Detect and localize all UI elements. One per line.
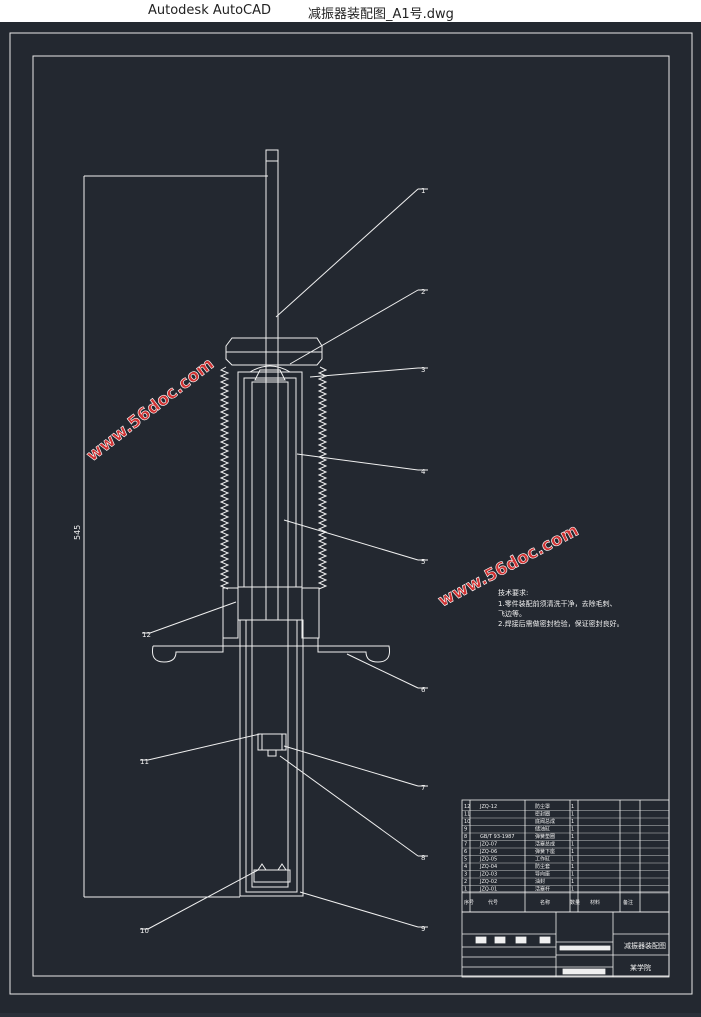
tech-req-line-1: 1.零件装配前须清洗干净，去除毛刺、 <box>498 599 617 608</box>
bom-cell-name: 工作缸 <box>535 856 550 863</box>
tech-req-line-2: 飞边等。 <box>498 609 526 618</box>
bom-header-qty: 数量 <box>570 899 580 906</box>
bom-cell-no: 5 <box>464 857 467 863</box>
bom-header-name: 名称 <box>540 899 550 906</box>
drawing-name: 减振器装配图 <box>624 941 666 950</box>
leader-2: 2 <box>421 288 425 296</box>
bom-header: 序号 代号 名称 数量 材料 备注 <box>464 899 633 906</box>
bom-cell-no: 12 <box>464 804 470 810</box>
leader-1: 1 <box>421 187 425 195</box>
bom-cell-qty: 1 <box>571 819 574 825</box>
document-tab-title[interactable]: 减振器装配图_A1号.dwg <box>308 7 454 22</box>
bom-cell-no: 4 <box>464 864 467 870</box>
bom-cell-code: JZQ-01 <box>479 887 497 893</box>
bom-cell-name: 密封圈 <box>535 811 550 818</box>
bom-cell-name: 导向座 <box>535 871 550 878</box>
guide-cylinder <box>237 371 303 588</box>
bom-cell-name: 底阀总成 <box>535 818 555 825</box>
bom-cell-code: JZQ-05 <box>479 857 497 863</box>
reservoir-tube <box>239 619 304 897</box>
bom-cell-no: 9 <box>464 827 467 833</box>
inner-frame <box>32 55 670 977</box>
bom-cell-code: JZQ-06 <box>479 849 497 855</box>
leader-4: 4 <box>421 468 426 476</box>
leader-12: 12 <box>142 631 151 639</box>
bom-cell-no: 6 <box>464 849 467 855</box>
bom-cell-no: 3 <box>464 872 467 878</box>
leader-6: 6 <box>421 686 426 694</box>
bom-cell-no: 8 <box>464 834 467 840</box>
drawing-canvas[interactable]: 545 <box>0 22 701 1013</box>
outer-frame <box>9 32 693 995</box>
bom-cell-no: 2 <box>464 879 467 885</box>
bom-cell-no: 10 <box>464 819 470 825</box>
bom-cell-name: 储油缸 <box>535 826 550 833</box>
bom-cell-no: 7 <box>464 842 467 848</box>
spring-lower-seat <box>152 638 390 663</box>
bom-header-no: 序号 <box>464 899 474 906</box>
working-cylinder <box>251 381 289 888</box>
window-title-bar: Autodesk AutoCAD 减振器装配图_A1号.dwg <box>0 0 701 22</box>
piston-rod <box>265 149 279 621</box>
watermarks: www.56doc.com www.56doc.com <box>82 354 582 612</box>
bom-cell-qty: 1 <box>571 849 574 855</box>
title-block <box>461 911 670 978</box>
bom-cell-qty: 1 <box>571 812 574 818</box>
leader-9: 9 <box>421 925 425 933</box>
base-valve <box>253 869 291 883</box>
leader-numbers: 1 2 3 4 5 6 7 8 9 10 11 12 <box>140 187 426 935</box>
oil-seal <box>249 365 291 373</box>
bom-cell-code: JZQ-03 <box>479 872 497 878</box>
drawing-svg: 545 <box>9 32 693 995</box>
watermark-1: www.56doc.com <box>83 354 218 466</box>
top-cap <box>225 337 323 366</box>
tech-requirements: 技术要求: 1.零件装配前须清洗干净，去除毛刺、 飞边等。 2.焊接后需做密封检… <box>498 588 624 628</box>
bom-cell-name: 活塞总成 <box>535 841 555 848</box>
bom-cell-no: 1 <box>464 887 467 893</box>
watermark-2: www.56doc.com <box>435 521 582 612</box>
spring-seat-right <box>301 587 320 639</box>
tech-req-line-3: 2.焊接后需做密封检验，保证密封良好。 <box>498 619 624 628</box>
bom-cell-qty: 1 <box>571 857 574 863</box>
dimension-label: 545 <box>73 525 82 540</box>
bom-cell-qty: 1 <box>571 834 574 840</box>
dust-boot-right <box>317 366 328 590</box>
bom-cell-qty: 1 <box>571 827 574 833</box>
school-name: 某学院 <box>630 963 651 972</box>
bom-header-code: 代号 <box>488 899 498 906</box>
bom-cell-name: 活塞杆 <box>535 886 550 893</box>
bom-cell-qty: 1 <box>571 872 574 878</box>
bom-cell-code: JZQ-07 <box>479 842 497 848</box>
leader-3: 3 <box>421 366 425 374</box>
bom-cell-qty: 1 <box>571 879 574 885</box>
bom-cell-code: JZQ-12 <box>479 804 497 810</box>
shock-absorber-drawing: 545 <box>73 149 428 930</box>
bom-cell-name: 防尘套 <box>535 863 550 870</box>
leader-5: 5 <box>421 558 425 566</box>
leader-lines <box>140 188 428 930</box>
bom-header-note: 备注 <box>623 899 633 906</box>
bom-cell-name: 弹簧下座 <box>535 848 555 855</box>
bom-cell-name: 弹簧垫圈 <box>535 833 555 840</box>
leader-8: 8 <box>421 854 425 862</box>
bom-cell-code: GB/T 93-1987 <box>480 834 515 840</box>
bom-cell-qty: 1 <box>571 804 574 810</box>
leader-10: 10 <box>140 927 149 935</box>
leader-11: 11 <box>140 758 149 766</box>
bom-cell-no: 11 <box>464 812 470 818</box>
spring-seat-left <box>222 587 239 639</box>
bom-cell-qty: 1 <box>571 887 574 893</box>
leader-7: 7 <box>421 784 425 792</box>
bom-cell-qty: 1 <box>571 842 574 848</box>
tech-req-heading: 技术要求: <box>498 588 528 597</box>
bom-header-material: 材料 <box>590 899 600 906</box>
bom-cell-qty: 1 <box>571 864 574 870</box>
dust-boot-left <box>219 366 230 590</box>
app-title: Autodesk AutoCAD <box>148 3 272 18</box>
bom-cell-name: 油封 <box>535 878 545 885</box>
bom-cell-code: JZQ-02 <box>479 879 497 885</box>
bom-cell-name: 防尘罩 <box>535 803 550 810</box>
bom-cell-code: JZQ-04 <box>479 864 497 870</box>
